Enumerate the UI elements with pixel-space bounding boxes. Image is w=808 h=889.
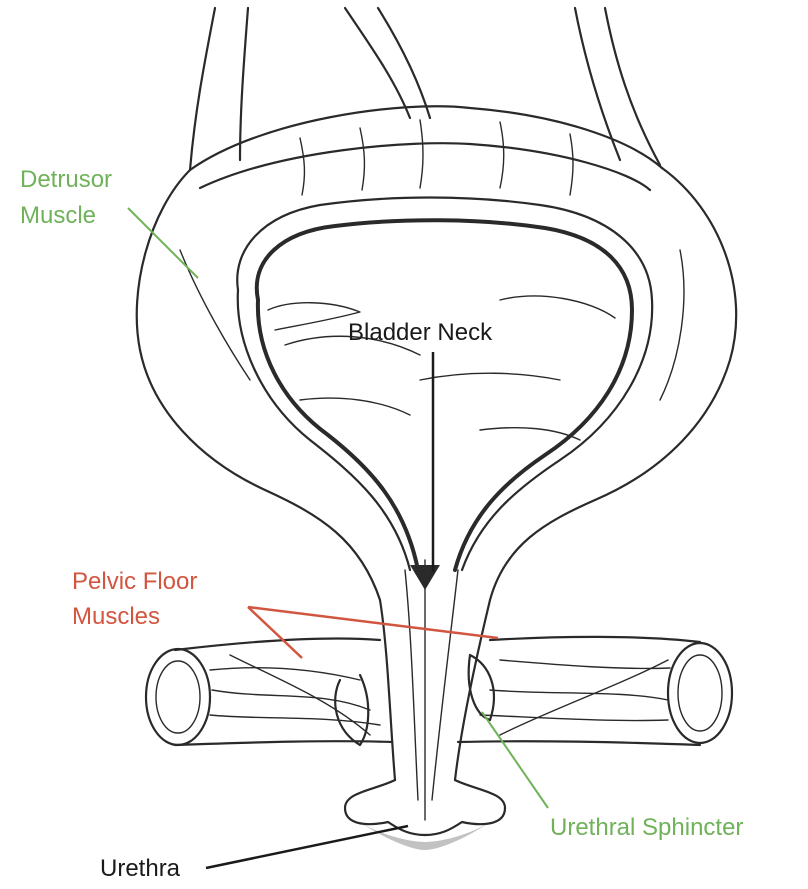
- bladder-neck-opening: [410, 565, 440, 590]
- pelvic-floor-label-line2: Muscles: [72, 603, 160, 630]
- bladder-outer-wall: [137, 106, 736, 600]
- pelvic-leader-line-left: [248, 607, 302, 658]
- pelvic-leader-line-right: [248, 607, 498, 638]
- urethral-sphincter-label: Urethral Sphincter: [550, 814, 743, 841]
- ureters: [190, 8, 660, 170]
- pelvic-floor-label-line1: Pelvic Floor: [72, 568, 197, 595]
- detrusor-leader-line: [128, 208, 198, 278]
- detrusor-label-line1: Detrusor: [20, 166, 112, 193]
- urethra-leader-line: [206, 826, 408, 868]
- urethra-label: Urethra: [100, 855, 181, 882]
- bladder-neck-label: Bladder Neck: [348, 319, 493, 346]
- detrusor-label-line2: Muscle: [20, 202, 96, 229]
